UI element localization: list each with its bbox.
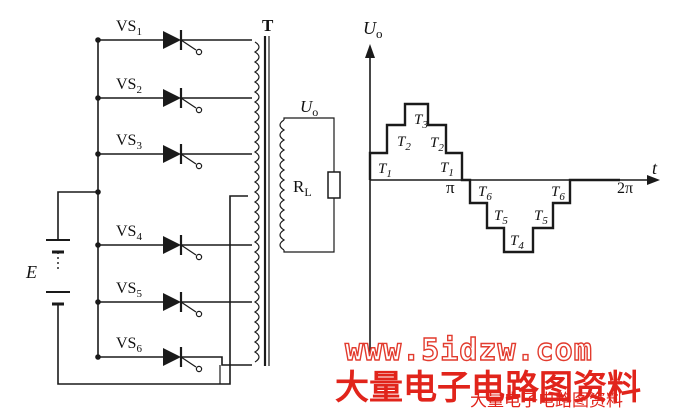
thyristor-branch-5: VS5 bbox=[95, 280, 252, 318]
y-axis-label: Uo bbox=[363, 18, 383, 41]
step-label: T5 bbox=[534, 208, 548, 227]
thyristor-branch-3: VS3 bbox=[95, 132, 252, 170]
junction-dot bbox=[95, 299, 101, 305]
x-axis-arrow bbox=[647, 175, 660, 185]
thyristor-symbol bbox=[163, 145, 181, 163]
junction-dot bbox=[95, 242, 101, 248]
thyristor-branch-2: VS2 bbox=[95, 76, 252, 114]
secondary-winding bbox=[279, 119, 286, 251]
junction-dot bbox=[95, 37, 101, 43]
thyristor-label-1: VS1 bbox=[116, 18, 142, 38]
gate-terminal bbox=[195, 162, 203, 170]
output-wire-bottom bbox=[283, 198, 335, 253]
gate-terminal bbox=[195, 48, 203, 56]
thyristor-label-3: VS3 bbox=[116, 132, 142, 152]
gate-terminal bbox=[195, 365, 203, 373]
thyristor-symbol bbox=[163, 236, 181, 254]
thyristor-branch-6: VS6 bbox=[95, 335, 252, 373]
two-pi-label: 2π bbox=[617, 180, 633, 197]
thyristor-gate-lead bbox=[180, 97, 197, 109]
thyristor-gate-lead bbox=[180, 244, 197, 256]
battery-wire-top bbox=[57, 191, 98, 240]
thyristor-symbol bbox=[163, 31, 181, 49]
output-voltage-label: Uo bbox=[300, 97, 318, 119]
junction-dot bbox=[95, 151, 101, 157]
watermark-small-text: 大量电子电路图资料 bbox=[470, 391, 623, 410]
pi-label: π bbox=[446, 178, 455, 197]
step-label: T4 bbox=[510, 233, 524, 252]
gate-terminal bbox=[195, 106, 203, 114]
step-label: T6 bbox=[478, 184, 492, 203]
thyristor-label-6: VS6 bbox=[116, 335, 142, 355]
output-wire-top bbox=[283, 117, 335, 172]
step-label: T2 bbox=[397, 134, 411, 153]
thyristor-label-2: VS2 bbox=[116, 76, 142, 96]
load-label: RL bbox=[293, 177, 312, 199]
thyristor-branch-1: VS1 bbox=[95, 18, 252, 56]
x-axis-label: t bbox=[652, 158, 658, 178]
gate-terminal bbox=[195, 253, 203, 261]
battery-return-wire bbox=[57, 195, 248, 385]
step-label: T1 bbox=[378, 161, 392, 180]
thyristor-gate-lead bbox=[180, 39, 197, 51]
source-label: E bbox=[25, 262, 37, 282]
step-label: T1 bbox=[440, 160, 454, 179]
load-resistor bbox=[327, 171, 341, 199]
primary-winding bbox=[253, 41, 260, 363]
step-label: T6 bbox=[551, 184, 565, 203]
thyristor-gate-lead bbox=[180, 356, 197, 368]
thyristor-symbol bbox=[163, 348, 181, 366]
branch-wire-right bbox=[181, 356, 252, 366]
transformer-label: T bbox=[262, 16, 274, 35]
thyristor-gate-lead bbox=[180, 301, 197, 313]
junction-dot bbox=[95, 354, 101, 360]
watermark-title: 大量电子电路图资料 bbox=[335, 368, 641, 408]
thyristor-label-4: VS4 bbox=[116, 223, 142, 243]
gate-terminal bbox=[195, 310, 203, 318]
stepped-waveform bbox=[368, 102, 620, 254]
thyristor-label-5: VS5 bbox=[116, 280, 142, 300]
thyristor-symbol bbox=[163, 293, 181, 311]
step-label: T3 bbox=[414, 112, 428, 131]
thyristor-branch-4: VS4 bbox=[95, 223, 252, 261]
y-axis-arrow bbox=[365, 44, 375, 58]
junction-dot bbox=[95, 95, 101, 101]
watermark: www.5idzw.com 大量电子电路图资料 大量电子电路图资料 bbox=[335, 332, 641, 410]
thyristor-gate-lead bbox=[180, 153, 197, 165]
step-label: T2 bbox=[430, 135, 444, 154]
thyristor-symbol bbox=[163, 89, 181, 107]
step-label: T5 bbox=[494, 208, 508, 227]
watermark-url: www.5idzw.com bbox=[345, 333, 593, 368]
